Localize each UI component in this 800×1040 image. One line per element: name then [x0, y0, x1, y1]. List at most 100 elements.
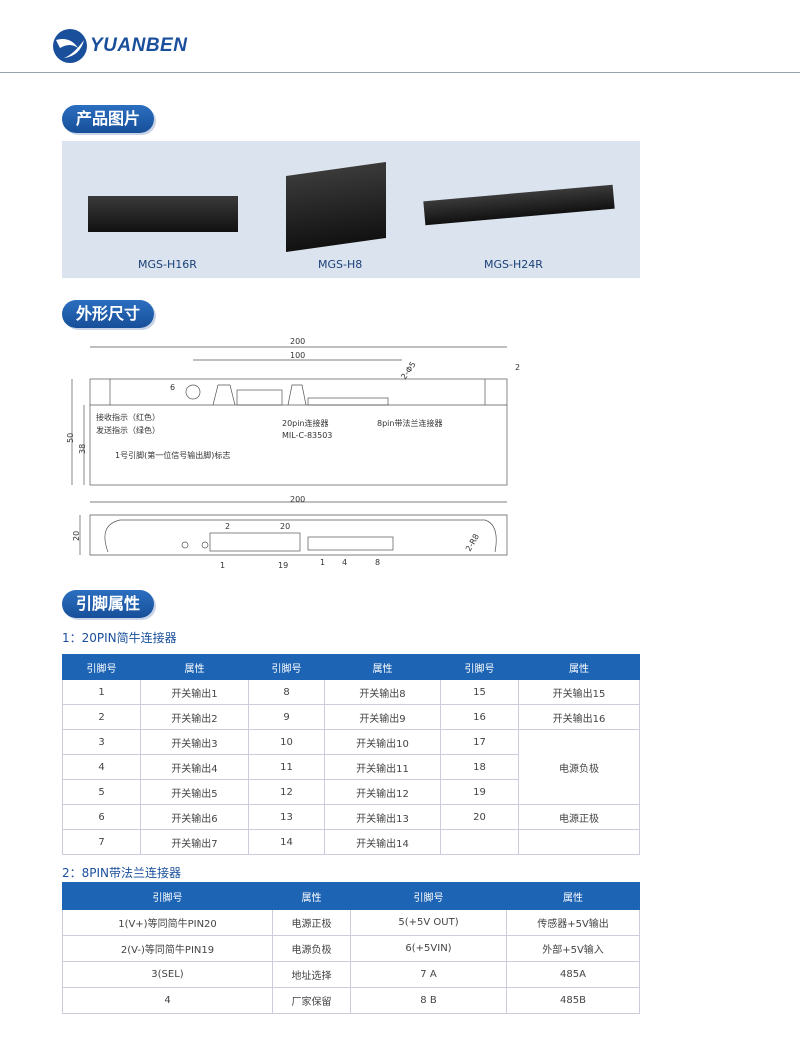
- label-20pin: 20pin连接器: [282, 418, 329, 428]
- pin-label: 1: [220, 561, 225, 570]
- section-dimensions: 外形尺寸: [62, 300, 155, 328]
- dim-r8: 2-R8: [464, 532, 481, 553]
- table-cell: 电源正极: [272, 909, 351, 936]
- table-cell: 电源正极: [518, 804, 640, 830]
- table-cell: 2(V-)等同简牛PIN19: [62, 935, 273, 962]
- table-cell: 4: [62, 754, 141, 780]
- table-cell: 开关输出1: [140, 679, 249, 705]
- pin-label: 19: [278, 561, 288, 570]
- pin-label: 2: [225, 522, 230, 531]
- table-cell: 开关输出12: [324, 779, 441, 805]
- product-caption: MGS-H24R: [484, 258, 543, 271]
- table-cell: 外部+5V输入: [506, 935, 640, 962]
- table-cell: 12: [248, 779, 325, 805]
- table-cell: 开关输出6: [140, 804, 249, 830]
- table-cell: 1(V+)等同简牛PIN20: [62, 909, 273, 936]
- table-cell: 8 B: [350, 987, 507, 1014]
- logo: YUANBEN: [52, 28, 187, 64]
- table-cell: 10: [248, 729, 325, 755]
- table-cell: 传感器+5V输出: [506, 909, 640, 936]
- dim-50: 50: [66, 433, 75, 443]
- dim-6: 6: [170, 383, 175, 392]
- table-cell: [518, 829, 640, 855]
- table-cell: 开关输出10: [324, 729, 441, 755]
- table-cell: 9: [248, 704, 325, 730]
- label-tx: 发送指示（绿色）: [96, 425, 160, 435]
- pin-label: 8: [375, 558, 380, 567]
- col-header: 引脚号: [440, 654, 519, 680]
- table-cell: 地址选择: [272, 961, 351, 988]
- table1-title: 1：20PIN简牛连接器: [62, 631, 177, 645]
- table-cell: 14: [248, 829, 325, 855]
- table2-title: 2：8PIN带法兰连接器: [62, 866, 182, 880]
- table-cell: 开关输出2: [140, 704, 249, 730]
- pin-label: 1: [320, 558, 325, 567]
- table-cell: 19: [440, 779, 519, 805]
- dim-hole: 2-Φ5: [399, 360, 417, 381]
- col-header: 引脚号: [248, 654, 325, 680]
- table-cell: 3(SEL): [62, 961, 273, 988]
- dimension-drawing: 200 100 2 6 2-Φ5 50 38 接收指示（红色） 发送指示（绿色）…: [66, 337, 520, 570]
- dim-38: 38: [78, 444, 87, 454]
- dim-100: 100: [290, 351, 305, 360]
- table-cell: 11: [248, 754, 325, 780]
- logo-icon: [53, 29, 87, 63]
- col-header: 引脚号: [62, 882, 273, 910]
- product-caption: MGS-H8: [318, 258, 363, 271]
- table-cell: 开关输出9: [324, 704, 441, 730]
- table-cell: 电源负极: [272, 935, 351, 962]
- table-cell: 开关输出3: [140, 729, 249, 755]
- table-cell: 开关输出15: [518, 679, 640, 705]
- table-cell: 18: [440, 754, 519, 780]
- table-cell: 485A: [506, 961, 640, 988]
- dim-width-2: 200: [290, 495, 305, 504]
- table-cell: 16: [440, 704, 519, 730]
- table-cell: [440, 829, 519, 855]
- table-cell: 开关输出5: [140, 779, 249, 805]
- product-image-h8: [286, 161, 386, 253]
- table-cell: 开关输出4: [140, 754, 249, 780]
- col-header: 属性: [324, 654, 441, 680]
- brand-name: YUANBEN: [90, 35, 188, 56]
- col-header: 属性: [272, 882, 351, 910]
- product-image-h16r: [88, 196, 238, 232]
- table-cell: 20: [440, 804, 519, 830]
- col-header: 引脚号: [62, 654, 141, 680]
- table-cell: 电源负极: [518, 729, 640, 805]
- dim-2: 2: [515, 363, 520, 372]
- col-header: 引脚号: [350, 882, 507, 910]
- section-pins: 引脚属性: [62, 590, 155, 618]
- pin-label: 4: [342, 558, 347, 567]
- dim-width: 200: [290, 337, 305, 346]
- product-photos: MGS-H16R MGS-H8 MGS-H24R: [62, 141, 640, 278]
- table-cell: 厂家保留: [272, 987, 351, 1014]
- table-cell: 5(+5V OUT): [350, 909, 507, 936]
- table-cell: 8: [248, 679, 325, 705]
- table-cell: 15: [440, 679, 519, 705]
- label-pin1: 1号引脚(第一位信号输出脚)标志: [115, 450, 230, 460]
- table-cell: 485B: [506, 987, 640, 1014]
- table-cell: 3: [62, 729, 141, 755]
- col-header: 属性: [518, 654, 640, 680]
- table-cell: 开关输出14: [324, 829, 441, 855]
- table-cell: 开关输出16: [518, 704, 640, 730]
- table-cell: 开关输出13: [324, 804, 441, 830]
- section-photos: 产品图片: [62, 105, 155, 133]
- table-cell: 4: [62, 987, 273, 1014]
- table-cell: 开关输出11: [324, 754, 441, 780]
- label-rx: 接收指示（红色）: [96, 412, 160, 422]
- dim-20: 20: [72, 531, 81, 541]
- col-header: 属性: [506, 882, 640, 910]
